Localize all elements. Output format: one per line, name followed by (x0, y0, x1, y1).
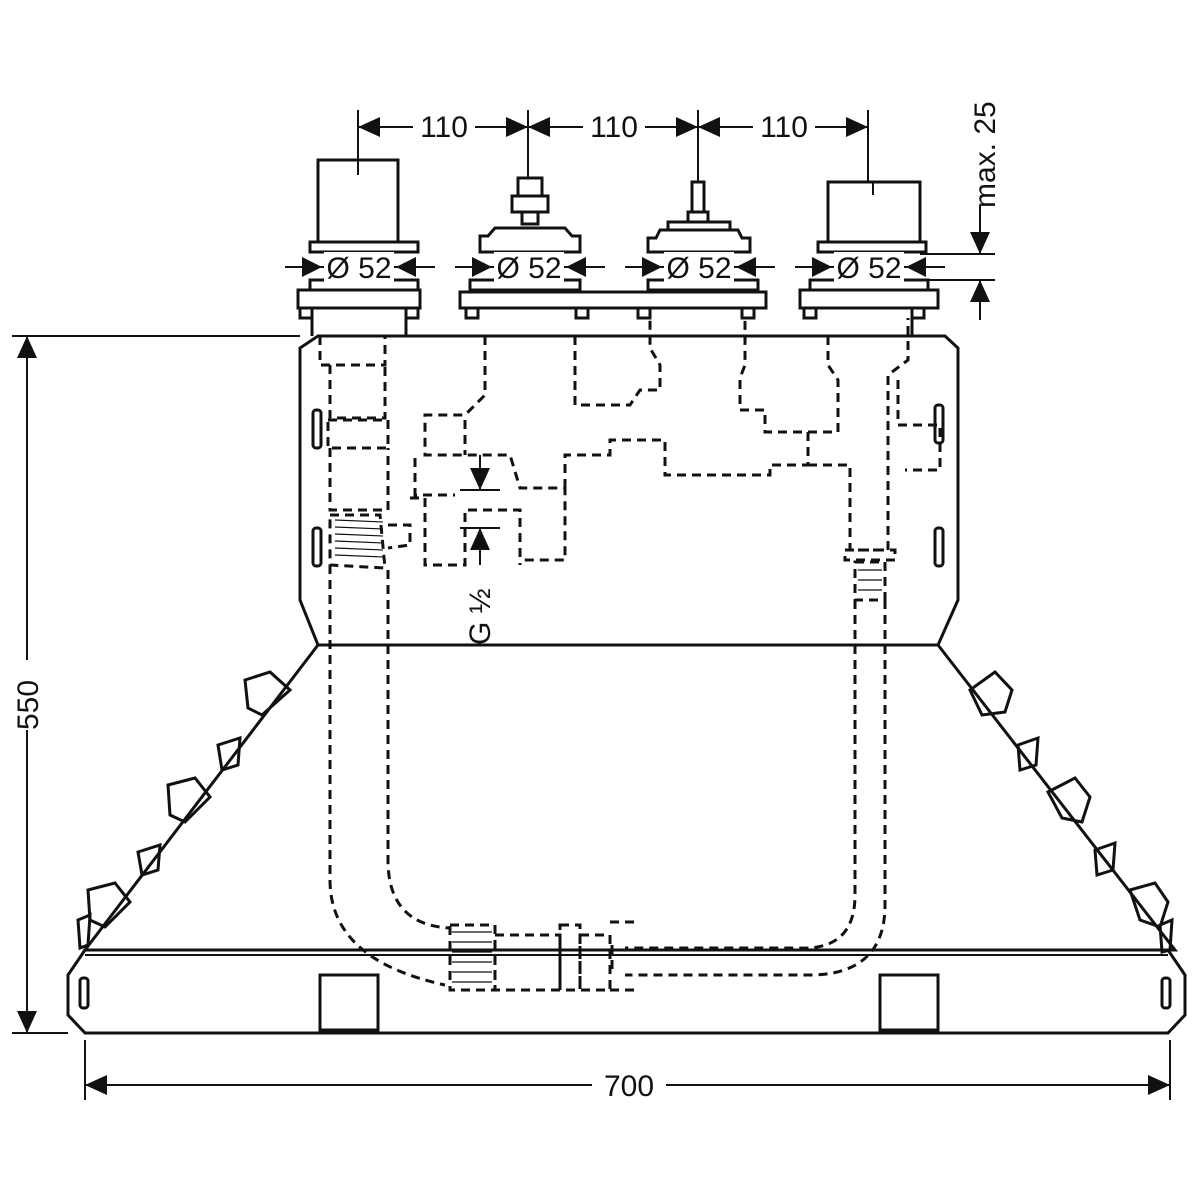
dimension-width: 700 (84, 1040, 1171, 1103)
diameter-label-2: Ø 52 (496, 252, 561, 285)
thread-label: G ½ (464, 588, 497, 645)
left-fins (76, 670, 293, 951)
right-fins (968, 670, 1174, 954)
valve-1 (296, 158, 422, 336)
valve-4 (798, 180, 940, 336)
diameter-label-3: Ø 52 (666, 252, 731, 285)
max-height-label: max. 25 (969, 101, 1002, 208)
dimension-spacing: 110 110 110 (357, 110, 869, 182)
dimension-diameters: Ø 52 Ø 52 Ø 52 Ø 52 (285, 252, 945, 285)
diameter-label-1: Ø 52 (326, 252, 391, 285)
spacing-label-2: 110 (590, 111, 638, 144)
diameter-label-4: Ø 52 (836, 252, 901, 285)
dimension-height: 550 (10, 335, 300, 1034)
housing-outline (66, 334, 1187, 1035)
spacing-label-1: 110 (420, 111, 468, 144)
hidden-internals (318, 318, 942, 992)
middle-mount-bar (458, 290, 768, 320)
dimension-thread: G ½ (460, 455, 500, 645)
dimension-max-height: max. 25 (920, 101, 1002, 320)
spacing-label-3: 110 (760, 111, 808, 144)
height-label: 550 (12, 680, 45, 730)
width-label: 700 (604, 1070, 654, 1103)
thread-hatching (334, 519, 882, 983)
